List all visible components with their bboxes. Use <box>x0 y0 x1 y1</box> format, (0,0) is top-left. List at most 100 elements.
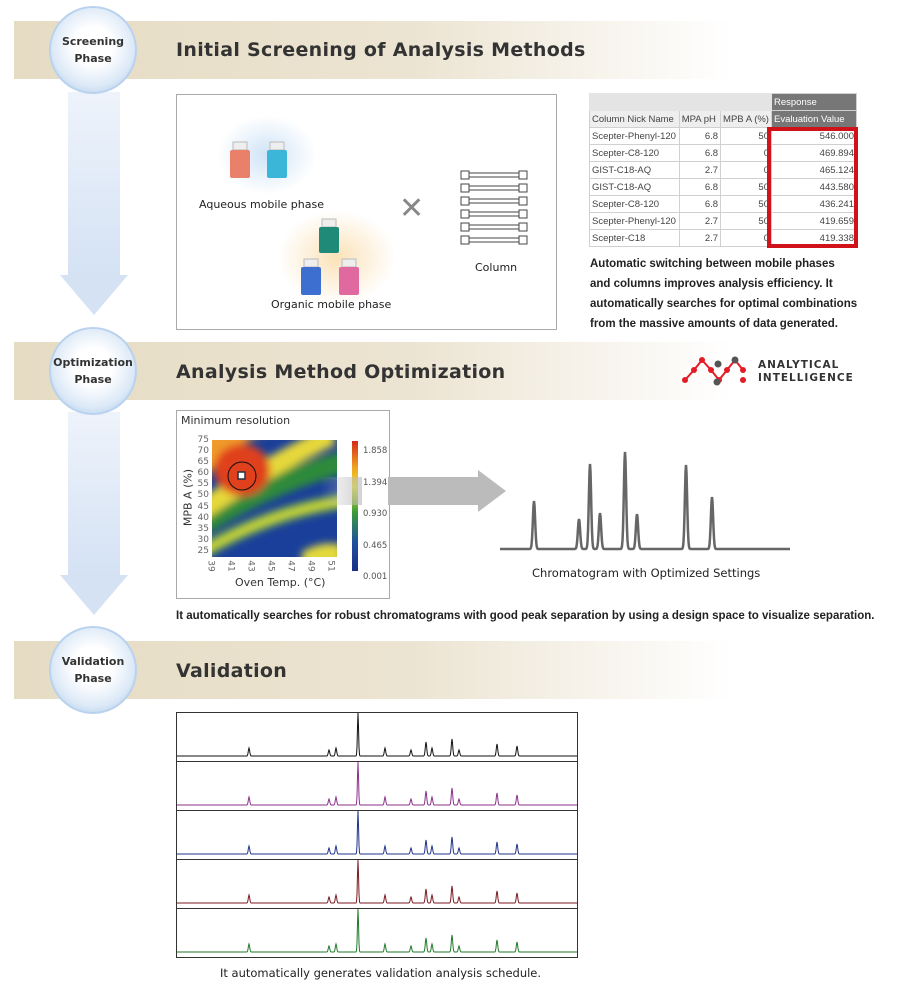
col-header: MPA pH <box>678 110 722 128</box>
aqueous-bottles-icon <box>230 141 287 178</box>
table-cell: GIST-C18-AQ <box>589 178 680 196</box>
tick-label: 30 <box>197 534 209 545</box>
table-cell: GIST-C18-AQ <box>589 161 680 179</box>
response-header: Response <box>770 93 858 111</box>
validation-trace-panel <box>177 761 578 811</box>
chromatogram-trace <box>177 810 577 855</box>
logo-line: INTELLIGENCE <box>758 372 854 384</box>
flow-arrow-head <box>60 275 128 315</box>
table-cell: 6.8 <box>678 195 722 213</box>
transition-arrow <box>320 477 480 505</box>
optimization-description: It automatically searches for robust chr… <box>176 610 875 622</box>
logo-text: ANALYTICAL INTELLIGENCE <box>758 359 854 385</box>
screening-illustration: Aqueous mobile phase Organic mobile phas… <box>176 94 557 330</box>
flow-arrow-shaft <box>68 92 120 277</box>
tick-label: 60 <box>197 468 209 479</box>
table-cell: Scepter-C8-120 <box>589 144 680 162</box>
validation-trace-panel <box>177 908 578 958</box>
colorbar <box>352 441 358 571</box>
tick-label: 47 <box>285 560 296 572</box>
organic-glow <box>277 210 397 305</box>
tick-label: 70 <box>197 446 209 457</box>
validation-trace-panel <box>177 859 578 909</box>
logo-line: ANALYTICAL <box>758 359 840 371</box>
table-cell: 0 <box>720 161 772 179</box>
tick-label: 39 <box>205 560 216 572</box>
badge-line: Phase <box>74 373 112 386</box>
table-cell: 6.8 <box>678 127 722 145</box>
tick-label: 0.930 <box>362 499 389 531</box>
tick-label: 40 <box>197 512 209 523</box>
screening-results-table: Response Column Nick Name MPA pH MPB A (… <box>589 93 858 248</box>
table-cell: 50 <box>720 212 772 230</box>
table-cell: 50 <box>720 195 772 213</box>
column-label: Column <box>475 261 518 274</box>
tick-label: 1.858 <box>362 436 389 468</box>
chromatogram-trace <box>177 761 577 806</box>
tick-label: 45 <box>197 501 209 512</box>
tick-label: 75 <box>197 435 209 445</box>
heatmap-ylabel: MPB A (%) <box>181 468 195 527</box>
optimization-title: Analysis Method Optimization <box>176 361 506 383</box>
col-header: Column Nick Name <box>589 110 680 128</box>
desc-line: from the massive amounts of data generat… <box>590 318 838 330</box>
table-cell: Scepter-Phenyl-120 <box>589 127 680 145</box>
transition-arrow-head <box>478 470 506 512</box>
highlight-frame <box>767 127 858 248</box>
badge-line: Screening <box>61 35 125 48</box>
desc-line: Automatic switching between mobile phase… <box>590 258 835 270</box>
tick-label: 50 <box>197 490 209 501</box>
tick-label: 25 <box>197 545 209 556</box>
badge-line: Phase <box>74 52 112 65</box>
validation-trace-panel <box>177 810 578 860</box>
tick-label: 51 <box>325 560 336 572</box>
optimized-chromatogram <box>500 451 790 551</box>
column-icon <box>460 222 528 232</box>
tick-label: 49 <box>305 560 316 572</box>
tick-label: 0.465 <box>362 530 389 562</box>
times-icon: ✕ <box>399 191 425 226</box>
tick-label: 55 <box>197 479 209 490</box>
tick-label: 65 <box>197 457 209 468</box>
table-cell: 0 <box>720 229 772 247</box>
badge-line: Optimization <box>53 356 133 369</box>
organic-bottles-icon <box>301 218 359 295</box>
col-header: Evaluation Value <box>770 110 858 128</box>
table-cell: Scepter-C8-120 <box>589 195 680 213</box>
desc-line: automatically searches for optimal combi… <box>590 298 858 310</box>
badge-line: Validation <box>61 655 125 668</box>
screening-description: Automatic switching between mobile phase… <box>590 254 857 334</box>
tick-label: 0.001 <box>362 562 389 594</box>
heatmap-title: Minimum resolution <box>181 414 291 427</box>
flow-arrow-shaft <box>68 412 120 577</box>
table-cell: 6.8 <box>678 144 722 162</box>
col-header: MPB A (%) <box>720 110 772 128</box>
chromatogram-trace <box>177 859 577 904</box>
table-cell: Scepter-Phenyl-120 <box>589 212 680 230</box>
chromatogram-trace <box>177 712 577 757</box>
tick-label: 43 <box>245 560 256 572</box>
column-icon <box>460 183 528 193</box>
heatmap-xlabel: Oven Temp. (°C) <box>235 576 326 589</box>
column-icon <box>460 170 528 180</box>
table-cell: 6.8 <box>678 178 722 196</box>
table-cell: 2.7 <box>678 229 722 247</box>
table-cell: Scepter-C18 <box>589 229 680 247</box>
table-cell: 50 <box>720 178 772 196</box>
tick-label: 1.394 <box>362 467 389 499</box>
flow-arrow-head <box>60 575 128 615</box>
chromatogram-caption: Chromatogram with Optimized Settings <box>532 566 761 580</box>
tick-label: 45 <box>265 560 276 572</box>
chromatogram-trace <box>500 451 790 551</box>
badge-line: Phase <box>74 672 112 685</box>
columns-icon <box>460 170 528 245</box>
table-cell: 50 <box>720 127 772 145</box>
table-cell: 2.7 <box>678 212 722 230</box>
